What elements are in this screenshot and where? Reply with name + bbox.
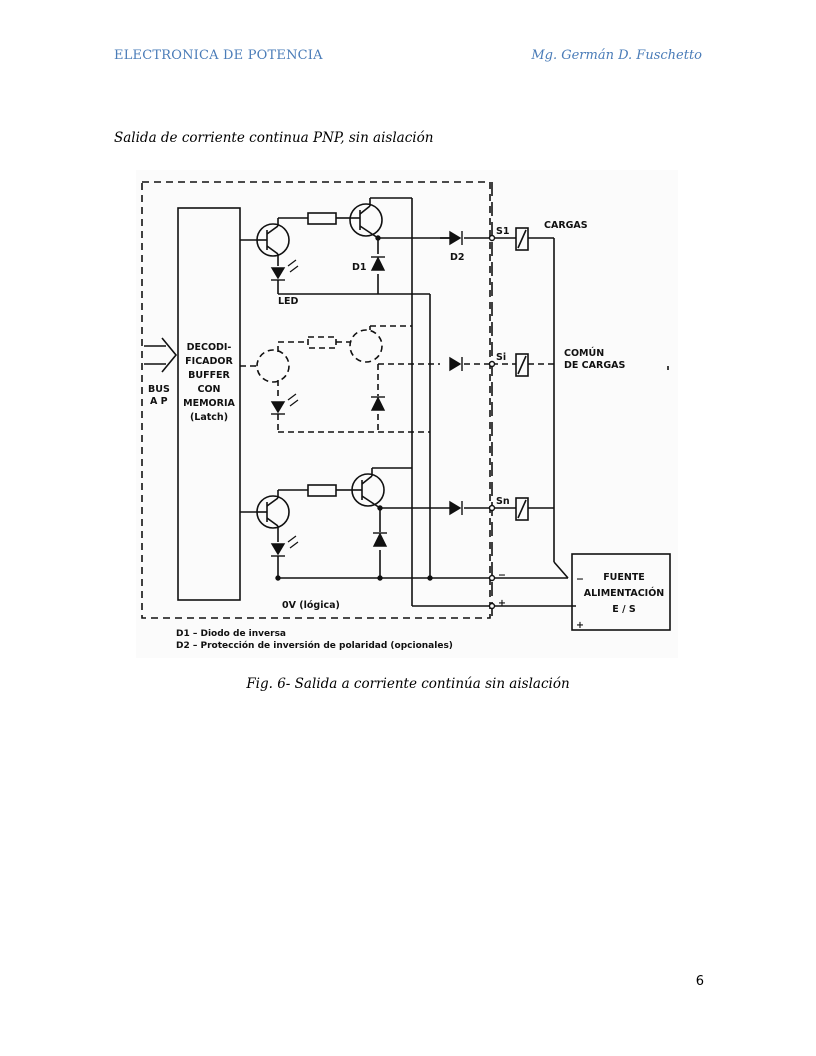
decoder-line-1: DECODI- (187, 342, 232, 353)
bus-label-2: A P (150, 396, 168, 407)
note-d1: D1 – Diodo de inversa (176, 629, 286, 639)
fuente-line-3: E / S (612, 604, 636, 615)
zero-v-label: 0V (lógica) (282, 600, 340, 611)
d2-label: D2 (450, 252, 465, 263)
section-title: Salida de corriente continua PNP, sin ai… (114, 130, 434, 146)
fuente-line-2: ALIMENTACIÓN (584, 587, 665, 599)
note-d2: D2 – Protección de inversión de polarida… (176, 640, 453, 651)
header-title: ELECTRONICA DE POTENCIA (114, 48, 323, 63)
decoder-line-2: FICADOR (185, 356, 233, 367)
led-label: LED (278, 296, 299, 307)
decoder-line-5: MEMORIA (183, 398, 235, 409)
comun-label-1: COMÚN (564, 347, 604, 359)
decoder-line-6: (Latch) (190, 412, 228, 423)
bus-label-1: BUS (148, 384, 170, 395)
box-plus-label: + (576, 620, 584, 631)
comun-label-2: DE CARGAS (564, 360, 625, 371)
page-number: 6 (695, 974, 704, 989)
box-minus-label: − (576, 574, 584, 585)
si-label: Si (496, 352, 506, 363)
decoder-line-3: BUFFER (188, 370, 230, 381)
figure-caption: Fig. 6- Salida a corriente continúa sin … (246, 676, 570, 692)
d1-label: D1 (352, 262, 367, 273)
fuente-line-1: FUENTE (603, 572, 645, 583)
plus-label: + (498, 598, 506, 609)
header-author: Mg. Germán D. Fuschetto (531, 48, 702, 63)
decoder-line-4: CON (198, 384, 221, 395)
s1-label: S1 (496, 226, 509, 237)
sn-label: Sn (496, 496, 510, 507)
cargas-label: CARGAS (544, 220, 588, 231)
circuit-diagram: DECODI- FICADOR BUFFER CON MEMORIA (Latc… (136, 170, 678, 658)
minus-label: − (498, 570, 506, 581)
circuit-figure: DECODI- FICADOR BUFFER CON MEMORIA (Latc… (136, 170, 678, 658)
